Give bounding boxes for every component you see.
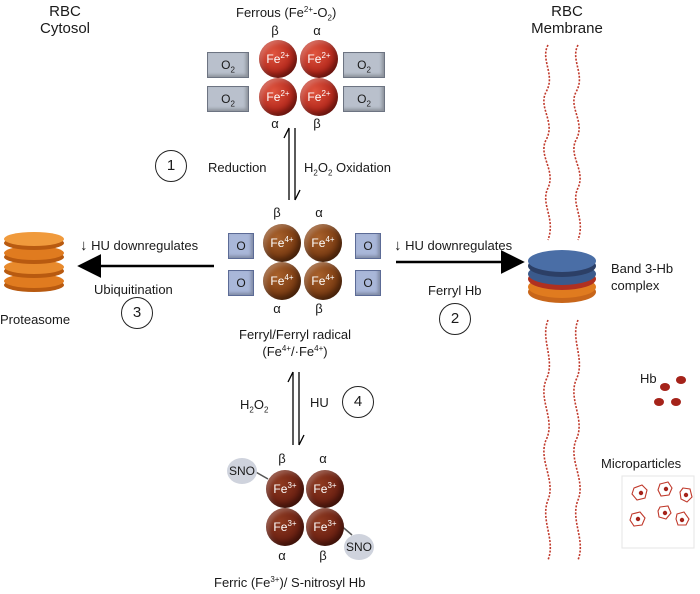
ferryl-ligand-o-2: O: [355, 233, 381, 259]
step-1-badge: 1: [155, 150, 187, 182]
ferric-greek-alpha-bottom: α: [278, 548, 286, 563]
step1-reduction-label: Reduction: [208, 160, 267, 175]
ferrous-greek-beta-bottom: β: [313, 116, 321, 131]
ferric-fe-4: Fe3+: [306, 508, 344, 546]
ferric-caption: Ferric (Fe3+)/ S-nitrosyl Hb: [214, 575, 366, 590]
proteasome-label: Proteasome: [0, 312, 71, 327]
ferric-greek-beta-bottom: β: [319, 548, 327, 563]
microparticles-graphic: [621, 475, 695, 549]
ferric-fe-2: Fe3+: [306, 470, 344, 508]
step4-hu-label: HU: [310, 395, 329, 410]
step-3-badge: 3: [121, 297, 153, 329]
down-arrow-icon: ↓: [80, 237, 88, 254]
right-header-line1: RBC: [551, 3, 583, 20]
membrane-upper: [543, 44, 582, 241]
left-branch-process: Ubiquitination: [94, 282, 173, 297]
ferrous-fe-3: Fe2+: [259, 78, 297, 116]
ferrous-greek-alpha-top: α: [313, 23, 321, 38]
ferrous-fe-2: Fe2+: [300, 40, 338, 78]
ferric-fe-1: Fe3+: [266, 470, 304, 508]
ferrous-fe-1: Fe2+: [259, 40, 297, 78]
ferrous-fe-4: Fe2+: [300, 78, 338, 116]
left-header-line2: Cytosol: [39, 20, 91, 37]
ferric-sno-2: SNO: [344, 534, 374, 560]
ferrous-greek-beta-top: β: [271, 23, 279, 38]
ferrous-ligand-o2-2: O2: [343, 52, 385, 78]
ferryl-fe-4: Fe4+: [304, 262, 342, 300]
ferrous-ligand-o2-4: O2: [343, 86, 385, 112]
right-header-line2: Membrane: [531, 20, 603, 37]
ferrous-ligand-o2-1: O2: [207, 52, 249, 78]
step-4-badge: 4: [342, 386, 374, 418]
ferric-sno-1: SNO: [227, 458, 257, 484]
band3-label-line1: Band 3-Hb: [611, 261, 674, 276]
ferryl-greek-beta-top: β: [273, 205, 281, 220]
left-branch-regulation: ↓ HU downregulates: [80, 237, 199, 254]
down-arrow-icon: ↓: [394, 237, 402, 254]
membrane-lower: [543, 319, 582, 561]
ferryl-caption-line1: Ferryl/Ferryl radical: [239, 327, 351, 342]
step4-h2o2-label: H2O2: [240, 397, 269, 415]
ferryl-greek-beta-bottom: β: [315, 301, 323, 316]
ferrous-ligand-o2-3: O2: [207, 86, 249, 112]
step-2-badge: 2: [439, 303, 471, 335]
step1-arrows: [283, 127, 301, 201]
ferryl-greek-alpha-top: α: [315, 205, 323, 220]
step4-arrows: [287, 371, 305, 446]
step1-oxidation-label: H2O2 Oxidation: [304, 160, 391, 178]
ferryl-ligand-o-1: O: [228, 233, 254, 259]
band3-complex-graphic: [528, 250, 596, 303]
left-header-line1: RBC: [49, 3, 81, 20]
ferryl-fe-2: Fe4+: [304, 224, 342, 262]
ferrous-greek-alpha-bottom: α: [271, 116, 279, 131]
ferryl-fe-1: Fe4+: [263, 224, 301, 262]
proteasome-graphic: [4, 232, 64, 292]
ferric-greek-alpha-top: α: [319, 451, 327, 466]
right-branch-regulation: ↓ HU downregulates: [394, 237, 513, 254]
right-branch-process: Ferryl Hb: [428, 283, 482, 298]
ferric-fe-3: Fe3+: [266, 508, 304, 546]
microparticles-label: Microparticles: [601, 456, 682, 471]
hb-label: Hb: [640, 371, 657, 386]
ferryl-fe-3: Fe4+: [263, 262, 301, 300]
band3-label-line2: complex: [611, 278, 660, 293]
ferryl-caption-line2: (Fe4+/·Fe4+): [262, 344, 328, 359]
hb-dots: [654, 376, 686, 406]
ferryl-greek-alpha-bottom: α: [273, 301, 281, 316]
ferryl-ligand-o-3: O: [228, 270, 254, 296]
ferrous-title: Ferrous (Fe2+-O2): [236, 5, 337, 23]
ferryl-ligand-o-4: O: [355, 270, 381, 296]
ferric-greek-beta-top: β: [278, 451, 286, 466]
